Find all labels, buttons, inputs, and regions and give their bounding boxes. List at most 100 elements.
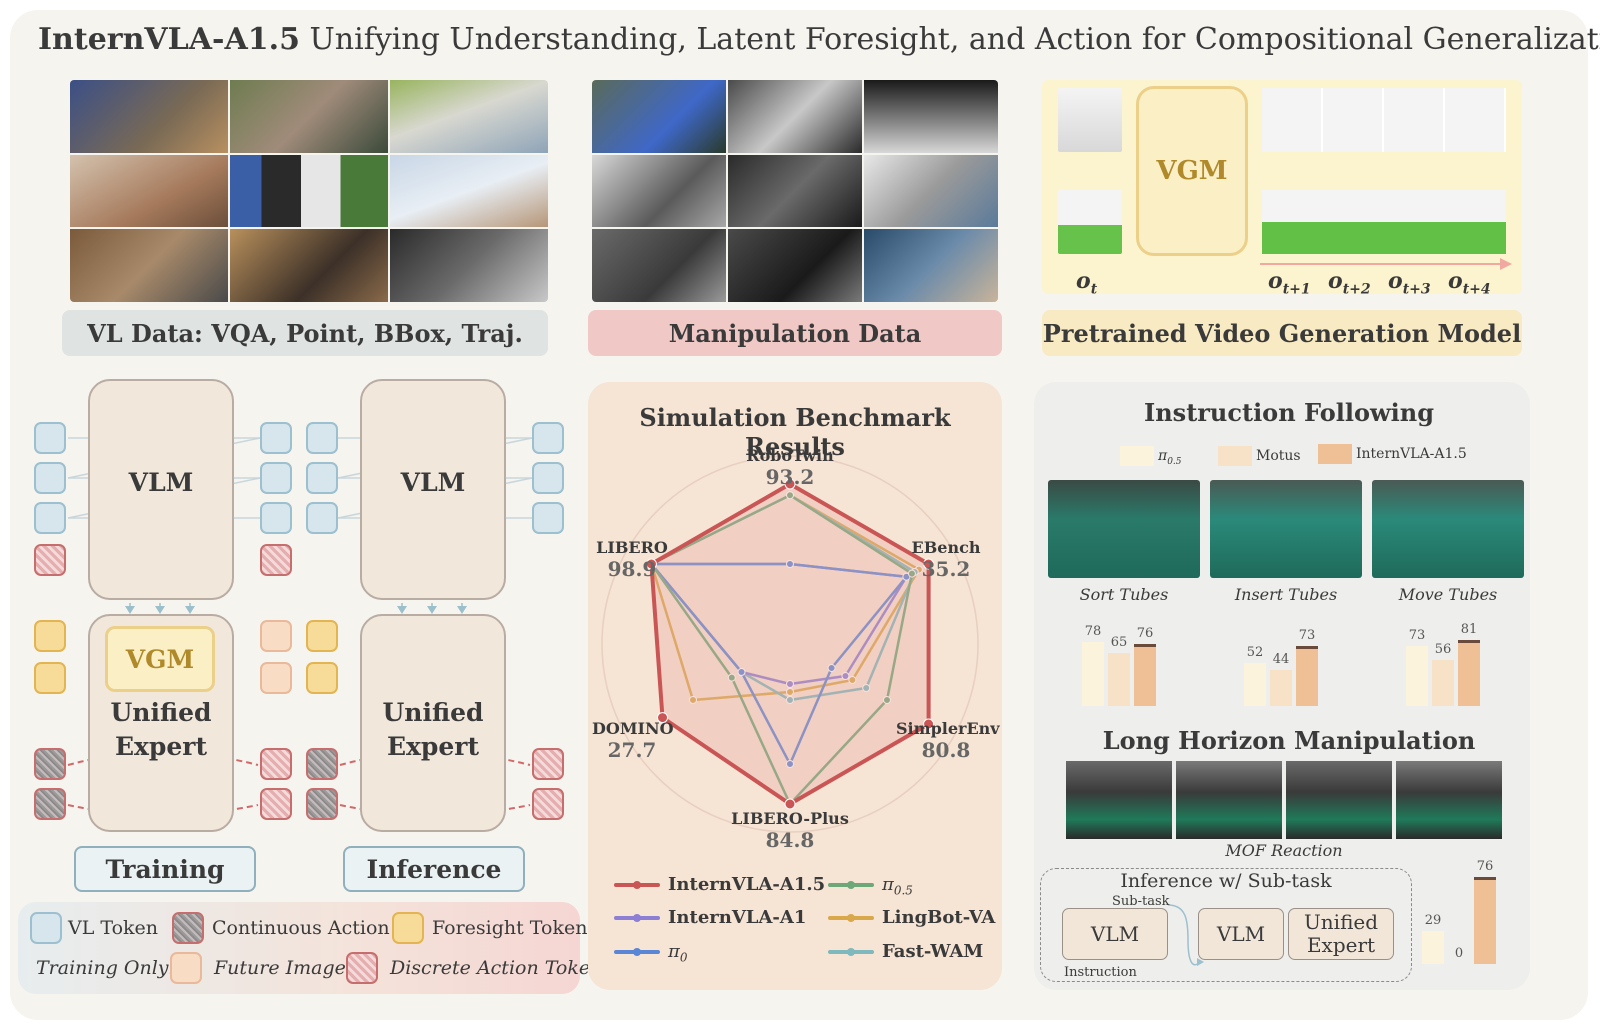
radar-point <box>882 696 891 704</box>
instruction-bar <box>1134 643 1156 706</box>
inference-subtask-title: Inference w/ Sub-task <box>1120 870 1332 892</box>
instruction-bar <box>1082 642 1104 706</box>
long-horizon-photo <box>1286 761 1392 839</box>
vl-token <box>306 462 338 494</box>
vl-token <box>532 502 564 534</box>
radar-point <box>786 696 794 704</box>
vlm-box-planner: VLM <box>1062 908 1168 960</box>
discrete-action-token <box>532 748 564 780</box>
unified-expert-label-training: Unified Expert <box>110 698 212 761</box>
legend-vl-token: VL Token <box>68 917 159 939</box>
sort-tubes-photo <box>1048 480 1200 578</box>
foresight-token <box>34 620 66 652</box>
future-image-token <box>260 662 292 694</box>
move-tubes-photo <box>1372 480 1524 578</box>
task-move-tubes: Move Tubes <box>1398 585 1498 604</box>
foresight-token <box>306 620 338 652</box>
insert-tubes-photo <box>1210 480 1362 578</box>
continuous-action-token <box>34 788 66 820</box>
vlm-box-executor: VLM <box>1198 908 1284 960</box>
manip-photo <box>728 154 862 228</box>
radar-point <box>848 676 857 684</box>
unified-expert-box: Unified Expert <box>1288 908 1394 960</box>
instruction-bar <box>1458 639 1480 706</box>
manip-photo <box>592 154 726 228</box>
instruction-bar <box>1270 669 1292 706</box>
vl-token <box>532 422 564 454</box>
future-image-token <box>260 620 292 652</box>
discrete-action-token <box>34 544 66 576</box>
legend-internvla-swatch <box>1318 444 1352 464</box>
radar-point <box>657 712 669 724</box>
legend-pi05-swatch <box>1120 446 1154 466</box>
future-frames-top <box>1262 88 1506 152</box>
legend-training-only: Training Only: <box>36 957 175 979</box>
radar-series-line <box>650 494 921 702</box>
radar-point <box>689 696 698 704</box>
instruction-bar-value: 78 <box>1084 624 1102 640</box>
radar-point <box>841 672 850 680</box>
instruction-bar-value: 65 <box>1110 634 1128 650</box>
instruction-bar <box>1432 660 1454 706</box>
instruction-following-title: Instruction Following <box>1144 398 1434 427</box>
legend-discrete-action: Discrete Action Token <box>390 957 603 979</box>
inference-subtask-box <box>1040 868 1412 982</box>
manip-photo <box>728 229 862 302</box>
vl-token <box>260 502 292 534</box>
mof-reaction-caption: MOF Reaction <box>1225 841 1343 860</box>
radar-legend-internvla-a1: InternVLA-A1 <box>668 907 807 928</box>
vl-photo <box>390 229 548 302</box>
vgm-box: VGM <box>1136 86 1248 256</box>
legend-motus-swatch <box>1218 446 1252 466</box>
vl-photo <box>390 154 548 228</box>
input-frame-top <box>1058 88 1122 152</box>
radar-legend-pi05: π0.5 <box>882 874 913 898</box>
instruction-label: Instruction <box>1064 965 1137 980</box>
obs-label-t2: ot+2 <box>1328 268 1371 298</box>
task-insert-tubes: Insert Tubes <box>1234 585 1338 604</box>
legend-foresight-token: Foresight Token <box>432 917 588 939</box>
legend-vl-token-swatch <box>30 912 62 944</box>
radar-legend-internvla-a15: InternVLA-A1.5 <box>668 874 826 895</box>
legend-future-images: Future Images <box>214 957 356 979</box>
task-sort-tubes: Sort Tubes <box>1079 585 1169 604</box>
manip-photo <box>728 80 862 153</box>
instruction-bar <box>1406 646 1428 706</box>
radar-point <box>784 478 796 490</box>
vl-photo <box>390 80 548 153</box>
long-horizon-bar <box>1422 930 1444 964</box>
long-horizon-title: Long Horizon Manipulation <box>1102 726 1476 755</box>
radar-point <box>786 491 794 500</box>
vl-photo <box>230 80 388 153</box>
vlm-label-inference: VLM <box>400 468 466 497</box>
manipulation-label: Manipulation Data <box>588 310 1002 356</box>
instruction-bar-value: 52 <box>1246 645 1264 661</box>
legend-foresight-swatch <box>392 912 424 944</box>
vl-data-image-grid <box>70 80 548 302</box>
discrete-action-token <box>260 748 292 780</box>
manip-photo <box>592 80 726 153</box>
radar-series-line <box>649 482 931 806</box>
vl-token <box>306 502 338 534</box>
radar-point <box>784 798 796 810</box>
vl-photo <box>70 80 228 153</box>
radar-point <box>786 680 794 688</box>
instruction-bar-value: 56 <box>1434 642 1452 658</box>
training-label: Training <box>74 846 256 892</box>
radar-point <box>923 718 935 730</box>
token-legend <box>18 902 580 994</box>
manip-photo <box>864 154 998 228</box>
radar-legend-markers <box>614 881 874 956</box>
figure-title: InternVLA-A1.5 Unifying Understanding, L… <box>38 22 1600 57</box>
input-frame-bottom <box>1058 190 1122 254</box>
legend-motus: Motus <box>1256 448 1301 464</box>
legend-continuous-swatch <box>172 912 204 944</box>
obs-label-t: ot <box>1076 268 1098 298</box>
vlm-label-training: VLM <box>128 468 194 497</box>
legend-discrete-swatch <box>346 952 378 984</box>
instruction-bar-value: 44 <box>1272 651 1290 667</box>
radar-point <box>862 684 871 692</box>
